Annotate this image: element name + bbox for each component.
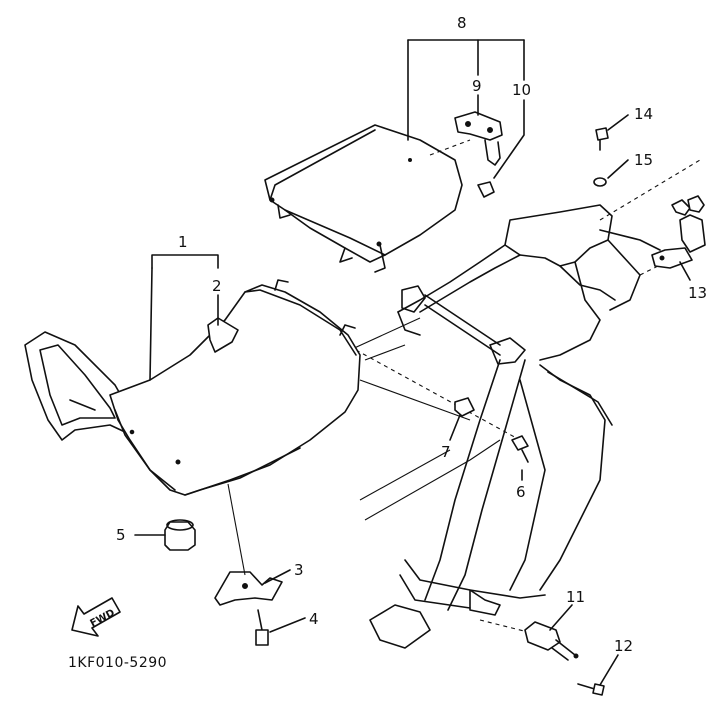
bolt-part-4: [255, 609, 269, 646]
callout-15: 15: [634, 151, 653, 169]
callout-7: 7: [441, 443, 451, 461]
callout-14: 14: [634, 105, 653, 123]
frame-assembly: [349, 159, 701, 649]
seat-lock-part-13: [651, 195, 706, 269]
callout-5: 5: [116, 526, 126, 544]
forward-arrow-icon: FWD: [71, 597, 121, 637]
damper-part-10: [477, 181, 495, 198]
callout-11: 11: [566, 588, 585, 606]
callout-13: 13: [688, 284, 707, 302]
nut-part-7: [454, 397, 475, 417]
damper-part-5: [164, 519, 196, 551]
washer-part-15: [593, 177, 607, 187]
callout-4: 4: [309, 610, 319, 628]
callout-1: 1: [178, 233, 188, 251]
screw-part-12: [577, 683, 605, 696]
part-number: 1KF010-5290: [68, 655, 167, 671]
bracket-part-9: [454, 111, 503, 166]
callout-8: 8: [457, 14, 467, 32]
callout-12: 12: [614, 637, 633, 655]
bolt-part-14: [595, 127, 609, 151]
front-seat: [24, 279, 361, 496]
callout-9: 9: [472, 77, 482, 95]
plate-bracket-part-3: [214, 571, 283, 606]
callout-10: 10: [512, 81, 531, 99]
callout-2: 2: [212, 277, 222, 295]
leader-lines: [134, 39, 691, 686]
callout-6: 6: [516, 483, 526, 501]
callout-3: 3: [294, 561, 304, 579]
bolt-part-6: [511, 435, 529, 463]
rear-seat: [264, 124, 463, 273]
